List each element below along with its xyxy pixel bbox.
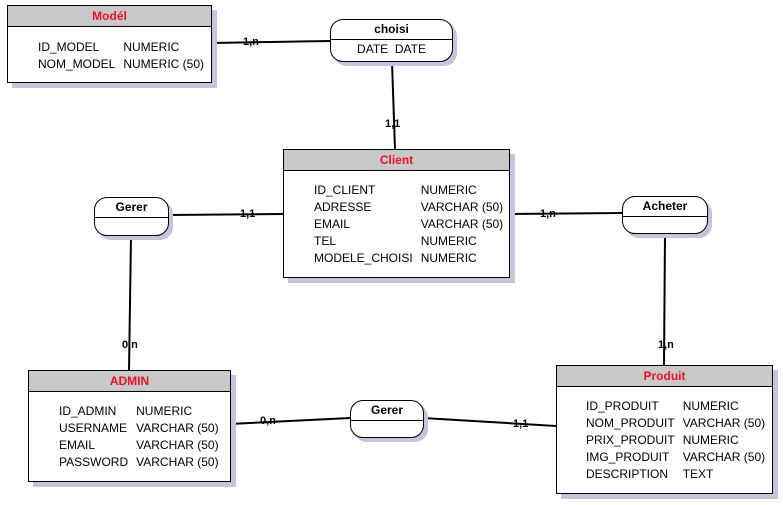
field-type: VARCHAR (50) xyxy=(682,416,766,430)
field-type: NUMERIC xyxy=(420,183,477,197)
field-list: ID_CLIENT NUMERIC ADRESSE VARCHAR (50) E… xyxy=(314,182,511,267)
field-name: IMG_PRODUIT xyxy=(586,450,670,464)
field-type: VARCHAR (50) xyxy=(136,455,219,469)
field-list: ID_ADMIN NUMERIC USERNAME VARCHAR (50) E… xyxy=(59,403,227,471)
field-name: USERNAME xyxy=(59,421,128,435)
entity-admin: ADMIN ID_ADMIN NUMERIC USERNAME VARCHAR … xyxy=(28,370,231,482)
field-row: NOM_MODEL NUMERIC (50) xyxy=(38,56,212,73)
field-type: VARCHAR (50) xyxy=(420,200,504,214)
association-acheter: Acheter xyxy=(622,196,708,234)
field-row: MODELE_CHOISI NUMERIC xyxy=(314,250,511,267)
field-name: TEL xyxy=(314,234,337,248)
field-row: EMAIL VARCHAR (50) xyxy=(59,437,227,454)
link-acheter-produit xyxy=(663,233,666,366)
cardinality-produit-acheter: 1,n xyxy=(658,339,674,351)
link-choisi-client xyxy=(391,61,396,150)
link-admin-gerer2 xyxy=(229,417,351,425)
field-name: PRIX_PRODUIT xyxy=(586,433,675,447)
field-list: ID_MODEL NUMERIC NOM_MODEL NUMERIC (50) xyxy=(38,39,212,73)
field-name: EMAIL xyxy=(59,438,96,452)
association-title: Acheter xyxy=(623,197,707,217)
field-row: USERNAME VARCHAR (50) xyxy=(59,420,227,437)
field-type: NUMERIC xyxy=(682,399,739,413)
field-name: ADRESSE xyxy=(314,200,372,214)
association-attribute xyxy=(95,218,168,235)
field-name: ID_CLIENT xyxy=(314,183,376,197)
entity-title: Modél xyxy=(8,6,211,27)
field-row: ID_MODEL NUMERIC xyxy=(38,39,212,56)
field-type: NUMERIC xyxy=(420,234,477,248)
field-row: NOM_PRODUIT VARCHAR (50) xyxy=(586,415,773,432)
entity-title: Produit xyxy=(557,366,772,387)
field-name: EMAIL xyxy=(314,217,351,231)
field-row: ID_CLIENT NUMERIC xyxy=(314,182,511,199)
field-row: IMG_PRODUIT VARCHAR (50) xyxy=(586,449,773,466)
association-choisi: choisi DATE DATE xyxy=(330,19,453,62)
cardinality-produit-gerer2: 1,1 xyxy=(513,418,529,430)
field-row: PASSWORD VARCHAR (50) xyxy=(59,454,227,471)
entity-title: Client xyxy=(284,150,509,171)
cardinality-client-gerer: 1,1 xyxy=(240,208,256,220)
link-gerer2-produit xyxy=(422,417,557,427)
field-row: ID_ADMIN NUMERIC xyxy=(59,403,227,420)
entity-model: Modél ID_MODEL NUMERIC NOM_MODEL NUMERIC… xyxy=(7,5,212,83)
field-name: PASSWORD xyxy=(59,455,129,469)
field-type: NUMERIC xyxy=(682,433,739,447)
association-gerer-bottom: Gerer xyxy=(350,400,424,438)
field-type: NUMERIC xyxy=(136,404,193,418)
field-name: DESCRIPTION xyxy=(586,467,669,481)
field-name: NOM_PRODUIT xyxy=(586,416,675,430)
field-type: VARCHAR (50) xyxy=(136,421,219,435)
field-row: ADRESSE VARCHAR (50) xyxy=(314,199,511,216)
entity-client: Client ID_CLIENT NUMERIC ADRESSE VARCHAR… xyxy=(283,149,510,278)
field-type: TEXT xyxy=(682,467,714,481)
field-row: TEL NUMERIC xyxy=(314,233,511,250)
association-title: Gerer xyxy=(95,198,168,218)
entity-title: ADMIN xyxy=(29,371,230,392)
cardinality-admin-gerer2: 0,n xyxy=(260,415,276,427)
field-type: VARCHAR (50) xyxy=(136,438,219,452)
association-title: Gerer xyxy=(351,401,423,421)
cardinality-admin-gerer: 0,n xyxy=(122,339,138,351)
field-row: EMAIL VARCHAR (50) xyxy=(314,216,511,233)
field-type: VARCHAR (50) xyxy=(682,450,766,464)
cardinality-client-acheter: 1,n xyxy=(540,208,556,220)
link-gerer-client xyxy=(169,213,284,216)
field-type: NUMERIC (50) xyxy=(123,57,205,71)
field-type: VARCHAR (50) xyxy=(420,217,504,231)
field-list: ID_PRODUIT NUMERIC NOM_PRODUIT VARCHAR (… xyxy=(586,398,773,483)
link-client-acheter xyxy=(508,212,623,215)
cardinality-client-choisi: 1,1 xyxy=(385,118,401,130)
field-row: DESCRIPTION TEXT xyxy=(586,466,773,483)
field-name: ID_ADMIN xyxy=(59,404,117,418)
field-name: ID_PRODUIT xyxy=(586,399,659,413)
association-title: choisi xyxy=(331,20,452,40)
link-gerer-admin xyxy=(128,235,132,371)
field-row: ID_PRODUIT NUMERIC xyxy=(586,398,773,415)
field-type: NUMERIC xyxy=(123,40,180,54)
link-model-choisi xyxy=(211,40,331,44)
association-attribute: DATE DATE xyxy=(357,42,426,56)
association-gerer-left: Gerer xyxy=(94,197,169,236)
cardinality-model-choisi: 1,n xyxy=(243,36,259,48)
field-name: NOM_MODEL xyxy=(38,57,116,71)
field-name: MODELE_CHOISI xyxy=(314,251,413,265)
field-row: PRIX_PRODUIT NUMERIC xyxy=(586,432,773,449)
field-name: ID_MODEL xyxy=(38,40,100,54)
entity-produit: Produit ID_PRODUIT NUMERIC NOM_PRODUIT V… xyxy=(556,365,773,494)
field-type: NUMERIC xyxy=(420,251,477,265)
association-attribute xyxy=(351,421,423,437)
association-attribute xyxy=(623,217,707,233)
